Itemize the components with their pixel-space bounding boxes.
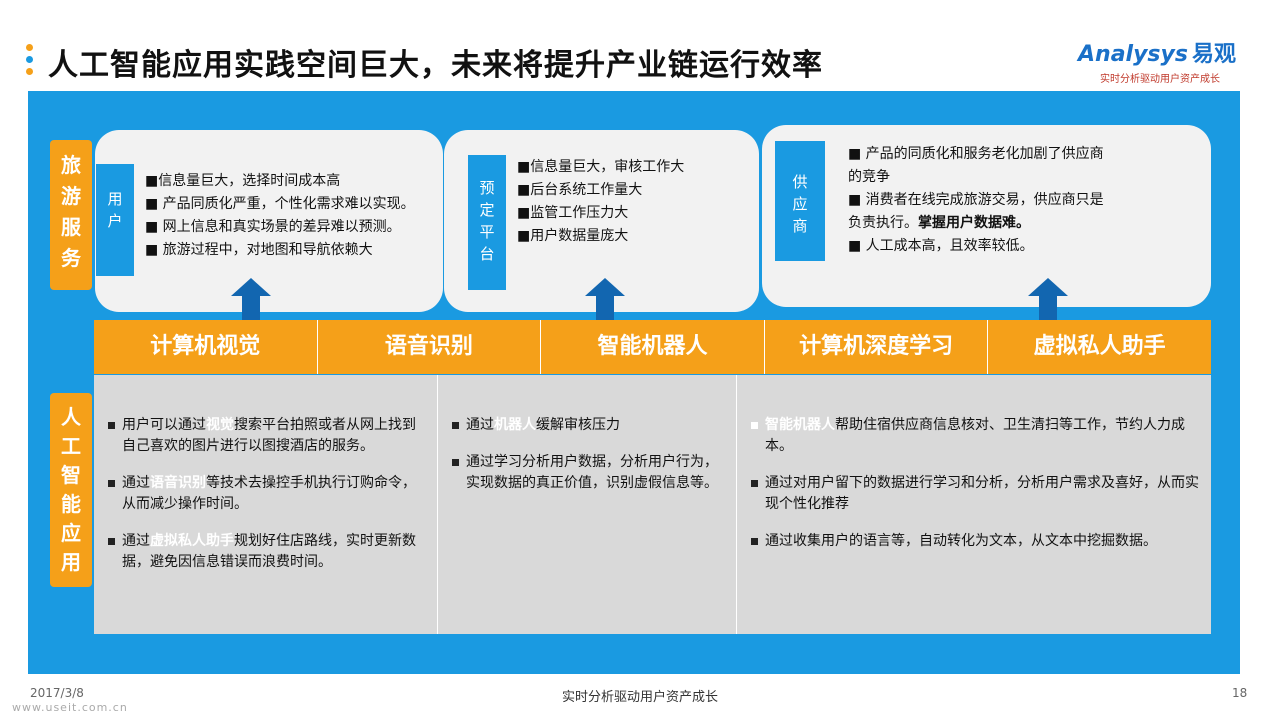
tag-booking-platform: 预定平台 [468,155,506,290]
ai-tech-header-row: 计算机视觉 语音识别 智能机器人 计算机深度学习 虚拟私人助手 [94,320,1211,374]
bubble-supplier [762,125,1211,307]
platform-issues-list: ■信息量巨大，审核工作大 ■后台系统工作量大 ■监管工作压力大 ■用户数据量庞大 [517,159,685,244]
ai-application-grid: 用户可以通过视觉搜索平台拍照或者从网上找到自己喜欢的图片进行以图搜酒店的服务。 … [94,375,1211,634]
column-user: 用户可以通过视觉搜索平台拍照或者从网上找到自己喜欢的图片进行以图搜酒店的服务。 … [94,375,438,634]
footer-date: 2017/3/8 [30,686,84,700]
header-deep-learning: 计算机深度学习 [765,320,989,374]
list-item: 通过学习分析用户数据，分析用户行为，实现数据的真正价值，识别虚假信息等。 [452,452,728,494]
list-item: 通过机器人缓解审核压力 [452,415,728,436]
column-platform: 通过机器人缓解审核压力 通过学习分析用户数据，分析用户行为，实现数据的真正价值，… [438,375,737,634]
side-label-ai-apps: 人工智能应用 [50,393,92,587]
arrow-up-icon [231,278,271,320]
header-computer-vision: 计算机视觉 [94,320,318,374]
tag-supplier: 供应商 [775,141,825,261]
footer-slogan: 实时分析驱动用户资产成长 [561,690,718,705]
header-virtual-assistant: 虚拟私人助手 [1033,334,1166,359]
list-item: 通过对用户留下的数据进行学习和分析，分析用户需求及喜好，从而实现个性化推荐 [751,473,1203,515]
supplier-issues-list: ■ 产品的同质化和服务老化加剧了供应商 的竞争 ■ 消费者在线完成旅游交易，供应… [848,146,1104,254]
tag-user: 用户 [96,164,134,276]
list-item: 用户可以通过视觉搜索平台拍照或者从网上找到自己喜欢的图片进行以图搜酒店的服务。 [108,415,429,457]
side-label-tourism: 旅游服务 [50,140,92,290]
list-item: 通过收集用户的语言等，自动转化为文本，从文本中挖掘数据。 [751,531,1203,552]
page-number: 18 [1232,686,1248,700]
page-title: 人工智能应用实践空间巨大，未来将提升产业链运行效率 [48,48,823,83]
title-dots [26,44,33,80]
footer-url: www.useit.com.cn [12,701,128,714]
arrow-up-icon [585,278,625,320]
list-item: 通过语音识别等技术去操控手机执行订购命令，从而减少操作时间。 [108,473,429,515]
column-supplier: 智能机器人帮助住宿供应商信息核对、卫生清扫等工作，节约人力成本。 通过对用户留下… [737,375,1211,634]
header-intelligent-robot: 智能机器人 [541,320,765,374]
user-issues-list: ■信息量巨大，选择时间成本高 ■ 产品同质化严重，个性化需求难以实现。 ■ 网上… [145,173,415,258]
list-item: 通过虚拟私人助手规划好住店路线，实时更新数据，避免因信息错误而浪费时间。 [108,531,429,573]
arrow-up-icon [1028,278,1068,320]
list-item: 智能机器人帮助住宿供应商信息核对、卫生清扫等工作，节约人力成本。 [751,415,1203,457]
header-speech-recognition: 语音识别 [318,320,542,374]
